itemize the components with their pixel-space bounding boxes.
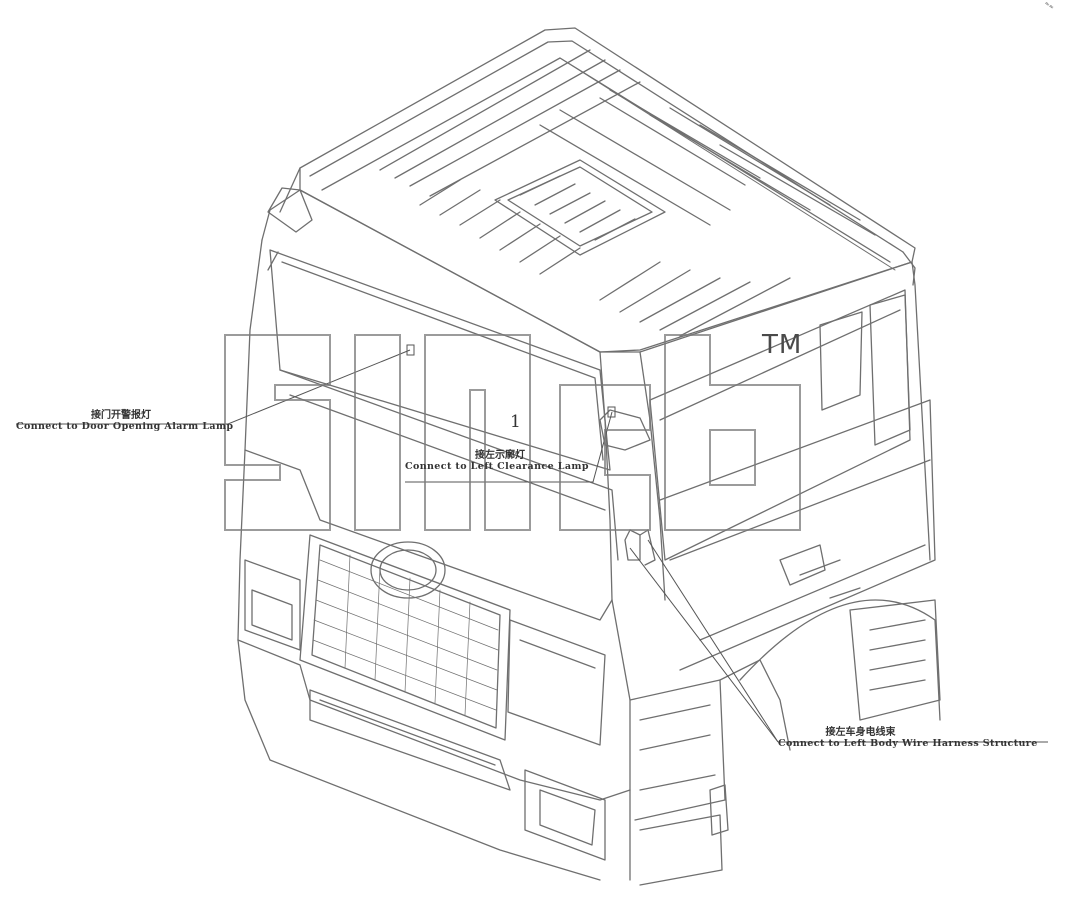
trademark-symbol: TM bbox=[762, 330, 803, 360]
leader-harness-3 bbox=[647, 539, 779, 743]
callout-label-cn: 接左示廓灯 bbox=[475, 450, 525, 461]
callout-door-alarm: 接门开警报灯 Connect to Door Opening Alarm Lam… bbox=[16, 406, 233, 432]
callout-label-cn: 接门开警报灯 bbox=[91, 410, 151, 421]
leader-door-alarm bbox=[16, 349, 411, 425]
callout-label-en: Connect to Door Opening Alarm Lamp bbox=[16, 421, 234, 432]
brand-watermark bbox=[224, 334, 801, 531]
callout-left-clearance: 接左示廓灯 Connect to Left Clearance Lamp bbox=[405, 446, 595, 472]
watermark-letter-2 bbox=[354, 334, 401, 531]
callout-left-body-harness: 接左车身电线束 Connect to Left Body Wire Harnes… bbox=[778, 723, 1038, 749]
cab-side-steps bbox=[611, 599, 941, 886]
watermark-letter-4 bbox=[559, 384, 651, 531]
watermark-letter-5 bbox=[664, 334, 801, 531]
cab-roof bbox=[267, 27, 916, 353]
watermark-letter-3 bbox=[424, 334, 531, 531]
leader-lines bbox=[16, 344, 1048, 743]
callout-label-cn: 接左车身电线束 bbox=[825, 727, 896, 738]
watermark-letter-1 bbox=[224, 334, 331, 531]
callout-label-en: Connect to Left Clearance Lamp bbox=[405, 461, 589, 472]
cab-front bbox=[237, 369, 631, 881]
callout-label-en: Connect to Left Body Wire Harness Struct… bbox=[778, 738, 1038, 749]
connector-door-alarm bbox=[406, 344, 415, 356]
connector-left-clearance bbox=[607, 406, 616, 418]
cab-body bbox=[237, 189, 936, 671]
leader-harness-2 bbox=[629, 547, 779, 743]
item-number: 1 bbox=[510, 412, 521, 432]
